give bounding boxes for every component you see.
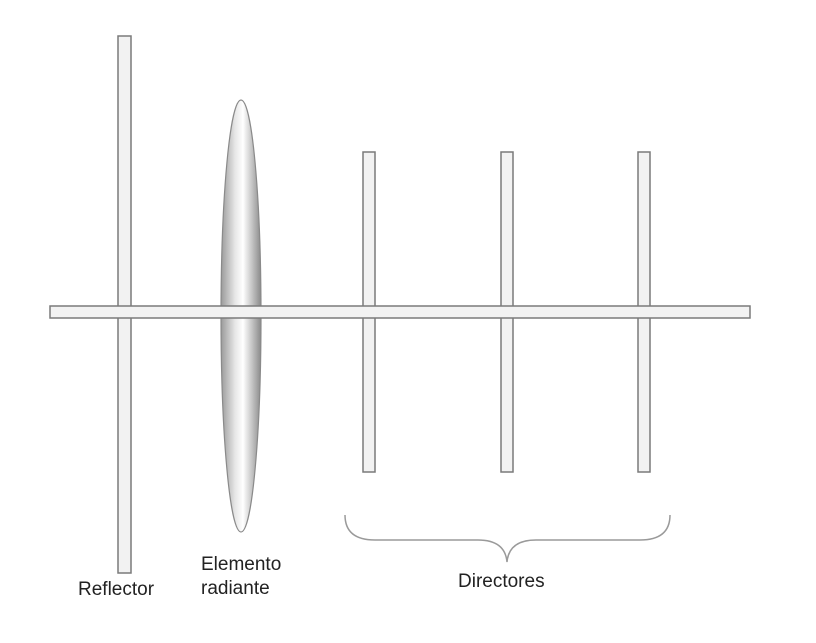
radiating-element-label: Elemento radiante xyxy=(201,553,281,601)
directors-brace xyxy=(344,514,671,563)
radiating-element-label-line1: Elemento xyxy=(201,554,282,575)
directors-label: Directores xyxy=(458,571,545,592)
reflector-label: Reflector xyxy=(78,579,155,600)
reflector-rod xyxy=(117,35,132,574)
radiating-element-label-line2: radiante xyxy=(201,578,270,599)
antenna-boom xyxy=(49,305,751,319)
